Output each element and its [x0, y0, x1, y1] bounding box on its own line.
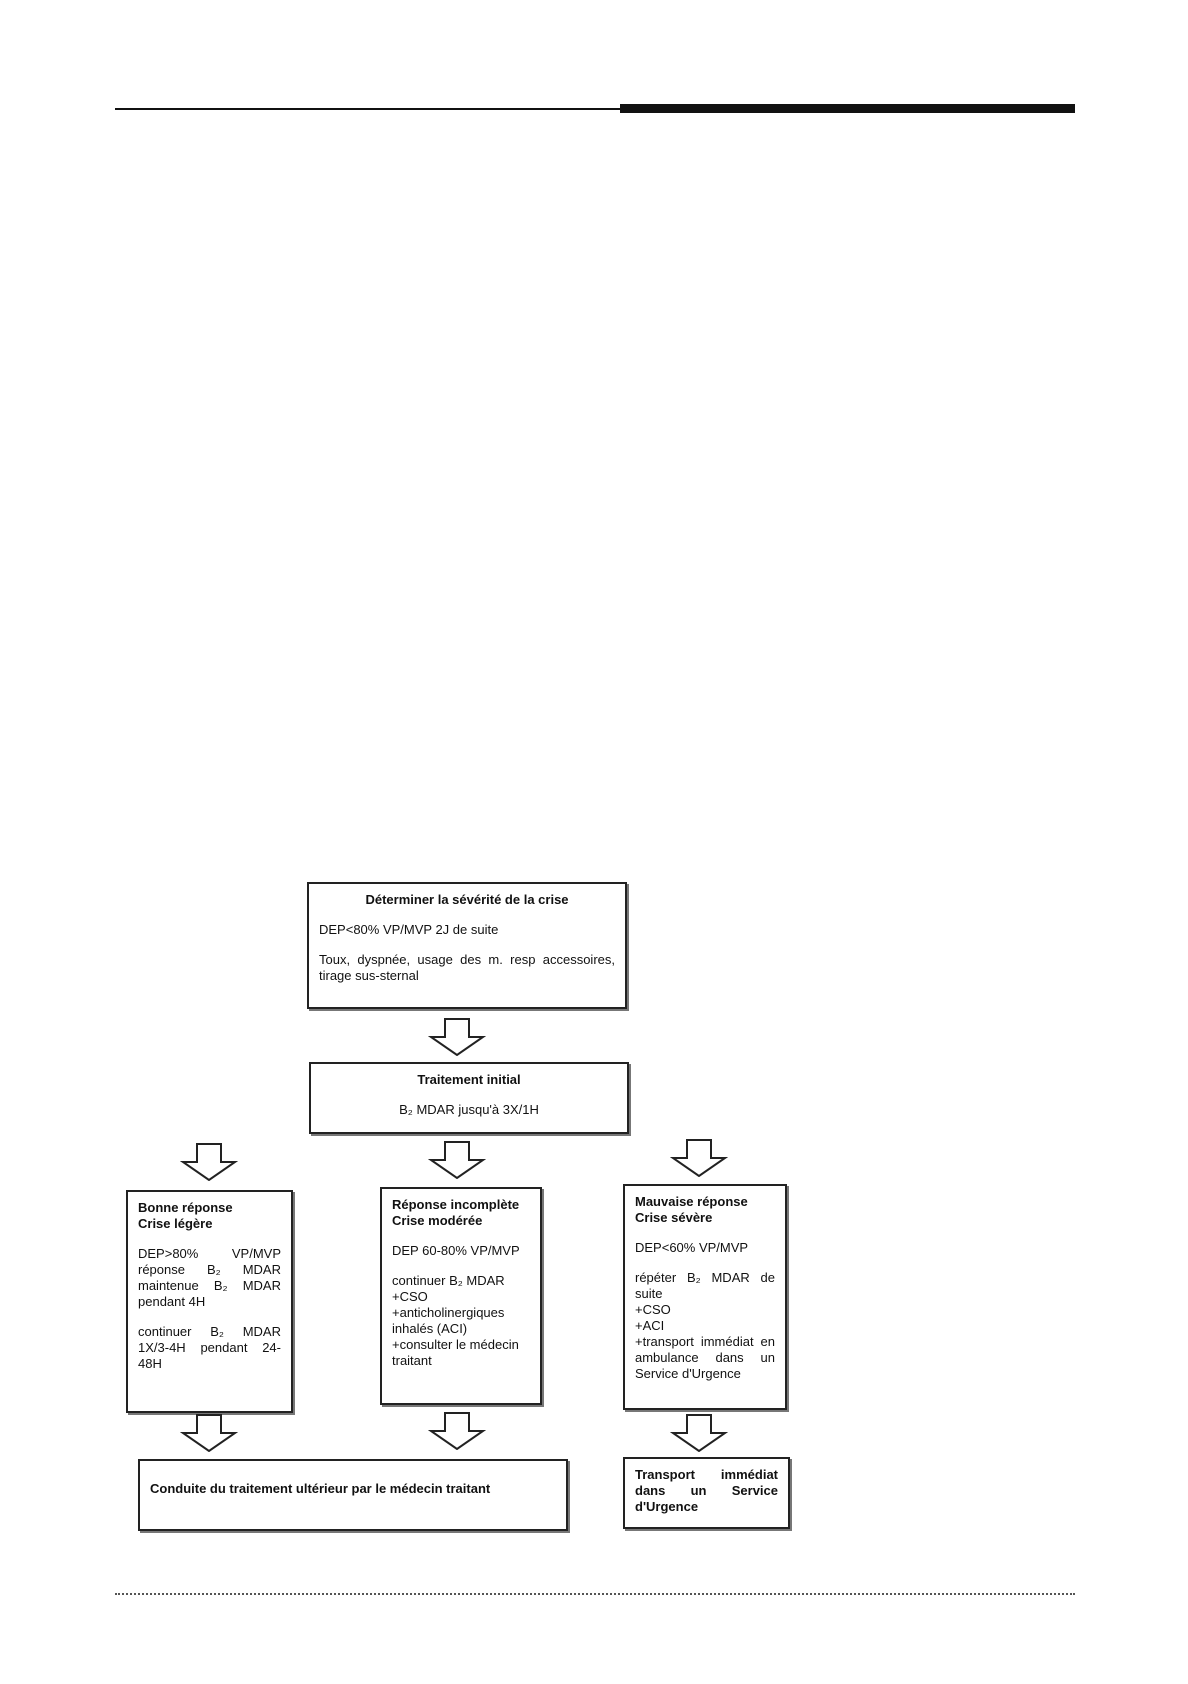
transport-box: Transport immédiat dans un Service d'Urg… [623, 1457, 790, 1529]
good-title2: Crise légère [138, 1216, 213, 1231]
initial-treatment-box: Traitement initial B₂ MDAR jusqu'à 3X/1H [309, 1062, 629, 1134]
arrow-down-icon [428, 1018, 486, 1056]
arrow-down-icon [428, 1412, 486, 1450]
footer-rule-dotted [115, 1593, 1075, 1595]
bad-line3: +CSO [635, 1302, 671, 1317]
good-line2: continuer B₂ MDAR 1X/3-4H pendant 24-48H [138, 1324, 281, 1371]
followup-text: Conduite du traitement ultérieur par le … [150, 1481, 491, 1496]
severity-line1: DEP<80% VP/MVP 2J de suite [319, 922, 499, 937]
bad-line4: +ACI [635, 1318, 665, 1333]
bad-title2: Crise sévère [635, 1210, 713, 1225]
bad-line1: DEP<60% VP/MVP [635, 1240, 749, 1255]
initial-line1: B₂ MDAR jusqu'à 3X/1H [399, 1102, 539, 1117]
good-response-box: Bonne réponse Crise légère DEP>80% VP/MV… [126, 1190, 293, 1413]
arrow-down-icon [428, 1141, 486, 1179]
partial-line1: DEP 60-80% VP/MVP [392, 1243, 520, 1258]
arrow-down-icon [670, 1139, 728, 1177]
severity-title: Déterminer la sévérité de la crise [365, 892, 569, 907]
arrow-down-icon [180, 1143, 238, 1181]
good-title1: Bonne réponse [138, 1200, 233, 1215]
bad-line5: +transport immédiat en ambulance dans un… [635, 1334, 775, 1381]
transport-text: Transport immédiat dans un Service d'Urg… [635, 1467, 778, 1514]
bad-line2: répéter B₂ MDAR de suite [635, 1270, 775, 1301]
severity-box: Déterminer la sévérité de la crise DEP<8… [307, 882, 627, 1009]
followup-box: Conduite du traitement ultérieur par le … [138, 1459, 568, 1531]
partial-line4: +anticholinergiques inhalés (ACI) [392, 1305, 505, 1336]
header-rule-thin [115, 108, 620, 110]
bad-response-box: Mauvaise réponse Crise sévère DEP<60% VP… [623, 1184, 787, 1410]
good-line1: DEP>80% VP/MVP réponse B₂ MDAR maintenue… [138, 1246, 281, 1309]
partial-line2: continuer B₂ MDAR [392, 1273, 505, 1288]
bad-title1: Mauvaise réponse [635, 1194, 748, 1209]
initial-title: Traitement initial [417, 1072, 521, 1087]
partial-line5: +consulter le médecin traitant [392, 1337, 519, 1368]
partial-response-box: Réponse incomplète Crise modérée DEP 60-… [380, 1187, 542, 1405]
partial-line3: +CSO [392, 1289, 428, 1304]
partial-title1: Réponse incomplète [392, 1197, 520, 1212]
severity-line2: Toux, dyspnée, usage des m. resp accesso… [319, 952, 615, 983]
partial-title2: Crise modérée [392, 1213, 483, 1228]
header-rule-thick [620, 104, 1075, 113]
arrow-down-icon [670, 1414, 728, 1452]
arrow-down-icon [180, 1414, 238, 1452]
